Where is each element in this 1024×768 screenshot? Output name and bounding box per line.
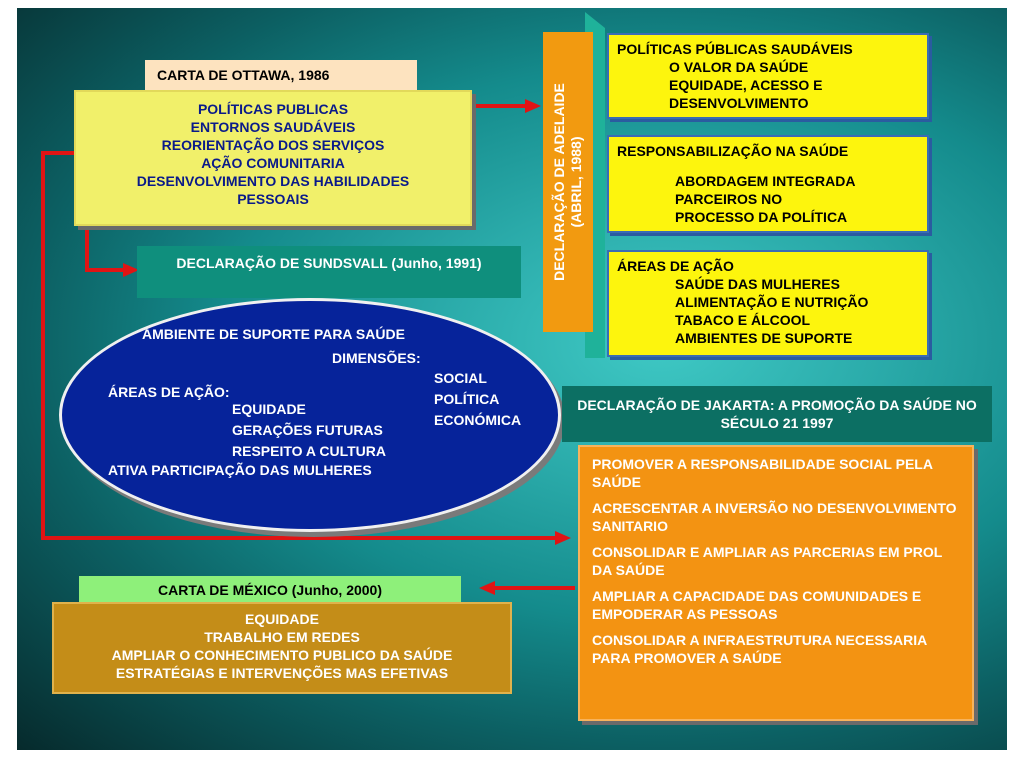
ottawa-title-text: CARTA DE OTTAWA, 1986: [157, 67, 330, 83]
slide-background: CARTA DE OTTAWA, 1986 POLÍTICAS PUBLICAS…: [17, 8, 1007, 750]
dimensao-item: SOCIAL: [434, 370, 487, 386]
adelaide-bar: DECLARAÇÃO DE ADELAIDE (ABRIL, 1988): [543, 32, 593, 332]
areas-label: ÁREAS DE AÇÃO:: [108, 384, 230, 400]
area-item: RESPEITO A CULTURA: [232, 443, 387, 459]
adelaide-box-item: SAÚDE DAS MULHERES: [675, 276, 840, 292]
mexico-item: ESTRATÉGIAS E INTERVENÇÕES MAS EFETIVAS: [115, 665, 449, 681]
adelaide-box-item: O VALOR DA SAÚDE: [669, 59, 809, 75]
adelaide-box-item: TABACO E ÁLCOOL: [675, 312, 811, 328]
mexico-box: EQUIDADE TRABALHO EM REDES AMPLIAR O CON…: [52, 602, 512, 694]
arrowhead-adelaide: [525, 99, 541, 113]
adelaide-box-politicas: POLÍTICAS PÚBLICAS SAUDÁVEIS O VALOR DA …: [607, 33, 929, 119]
mexico-item: AMPLIAR O CONHECIMENTO PUBLICO DA SAÚDE: [111, 647, 453, 663]
dimensao-item: ECONÓMICA: [434, 412, 522, 428]
adelaide-label-line2: (ABRIL, 1988): [568, 136, 584, 228]
jakarta-item: AMPLIAR A CAPACIDADE DAS COMUNIDADES E E…: [592, 588, 922, 622]
area-item: EQUIDADE: [232, 401, 306, 417]
arrow-ottawa-to-jakarta: [41, 151, 557, 540]
mexico-item: EQUIDADE: [245, 611, 319, 627]
jakarta-box: PROMOVER A RESPONSABILIDADE SOCIAL PELA …: [578, 445, 974, 721]
sundsvall-title: DECLARAÇÃO DE SUNDSVALL (Junho, 1991): [137, 246, 521, 298]
adelaide-box-item: DESENVOLVIMENTO: [669, 95, 809, 111]
adelaide-box-item: PROCESSO DA POLÍTICA: [675, 209, 848, 225]
ottawa-box: POLÍTICAS PUBLICAS ENTORNOS SAUDÁVEIS RE…: [74, 90, 472, 226]
adelaide-box-item: EQUIDADE, ACESSO E: [669, 77, 823, 93]
ambiente-text: AMBIENTE DE SUPORTE PARA SAÚDE: [142, 326, 405, 342]
arrowhead-jakarta: [555, 531, 571, 545]
ottawa-item: POLÍTICAS PUBLICAS: [197, 101, 349, 117]
ottawa-item: AÇÃO COMUNITARIA: [201, 155, 345, 171]
adelaide-label-line1: DECLARAÇÃO DE ADELAIDE: [551, 83, 567, 281]
mexico-title-text: CARTA DE MÉXICO (Junho, 2000): [157, 582, 383, 598]
jakarta-item: ACRESCENTAR A INVERSÃO NO DESENVOLVIMENT…: [592, 500, 957, 534]
ottawa-item: DESENVOLVIMENTO DAS HABILIDADES: [136, 173, 410, 189]
adelaide-box-title: POLÍTICAS PÚBLICAS SAUDÁVEIS: [617, 41, 853, 57]
sundsvall-ellipse: AMBIENTE DE SUPORTE PARA SAÚDE DIMENSÕES…: [59, 298, 561, 532]
adelaide-box-item: AMBIENTES DE SUPORTE: [675, 330, 853, 346]
jakarta-title-text: DECLARAÇÃO DE JAKARTA: A PROMOÇÃO DA SAÚ…: [577, 397, 977, 431]
jakarta-title: DECLARAÇÃO DE JAKARTA: A PROMOÇÃO DA SAÚ…: [562, 386, 992, 442]
ottawa-title: CARTA DE OTTAWA, 1986: [145, 60, 417, 90]
ottawa-item: REORIENTAÇÃO DOS SERVIÇOS: [161, 137, 385, 153]
adelaide-box-item: ALIMENTAÇÃO E NUTRIÇÃO: [675, 294, 869, 310]
adelaide-box-responsabilizacao: RESPONSABILIZAÇÃO NA SAÚDE ABORDAGEM INT…: [607, 135, 929, 233]
jakarta-item: CONSOLIDAR E AMPLIAR AS PARCERIAS EM PRO…: [592, 544, 943, 578]
adelaide-box-title: ÁREAS DE AÇÃO: [617, 258, 734, 274]
area-item: GERAÇÕES FUTURAS: [232, 422, 383, 438]
adelaide-box-title: RESPONSABILIZAÇÃO NA SAÚDE: [617, 143, 849, 159]
arrowhead-sundsvall: [123, 263, 139, 277]
dimensao-item: POLÍTICA: [434, 391, 500, 407]
adelaide-label: DECLARAÇÃO DE ADELAIDE (ABRIL, 1988): [551, 37, 585, 327]
adelaide-box-item: PARCEIROS NO: [675, 191, 783, 207]
adelaide-box-areas: ÁREAS DE AÇÃO SAÚDE DAS MULHERES ALIMENT…: [607, 250, 929, 357]
jakarta-item: CONSOLIDAR A INFRAESTRUTURA NECESSARIA P…: [592, 632, 927, 666]
mexico-item: TRABALHO EM REDES: [204, 629, 360, 645]
adelaide-box-item: ABORDAGEM INTEGRADA: [675, 173, 856, 189]
ativa-text: ATIVA PARTICIPAÇÃO DAS MULHERES: [108, 462, 372, 478]
mexico-title: CARTA DE MÉXICO (Junho, 2000): [79, 576, 461, 604]
jakarta-item: PROMOVER A RESPONSABILIDADE SOCIAL PELA …: [592, 456, 933, 490]
arrowhead-mexico: [479, 581, 495, 595]
dimensoes-label: DIMENSÕES:: [332, 350, 421, 366]
sundsvall-title-text: DECLARAÇÃO DE SUNDSVALL (Junho, 1991): [176, 255, 482, 271]
arrowheads: [123, 99, 571, 595]
ottawa-item: PESSOAIS: [237, 191, 309, 207]
ottawa-item: ENTORNOS SAUDÁVEIS: [190, 119, 356, 135]
